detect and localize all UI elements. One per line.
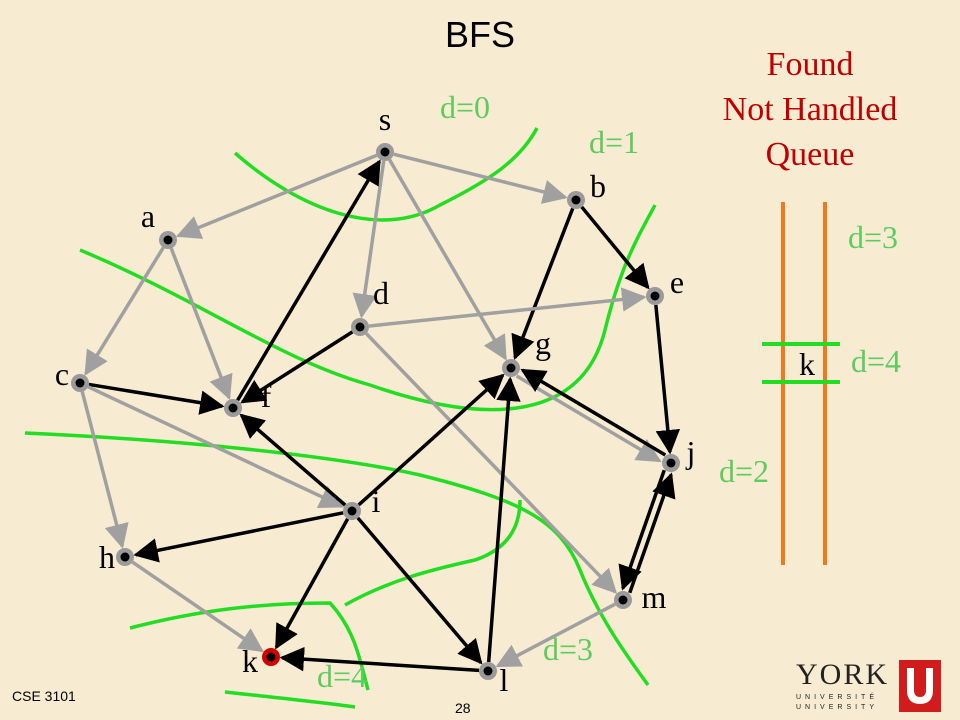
node-label-i: i: [372, 483, 381, 519]
node-b: [567, 191, 585, 209]
edge-j-m: [618, 469, 666, 591]
edge-s-d: [352, 160, 386, 319]
edge-s-a: [175, 153, 378, 239]
edge-m-j: [628, 472, 676, 594]
edge-c-i: [87, 385, 345, 509]
frontier-curve-d1: [79, 204, 657, 412]
legend-found: Found: [766, 46, 854, 83]
node-label-d: d: [373, 275, 389, 311]
edge-m-l: [495, 602, 616, 668]
logo-subtitle-en: UNIVERSITY: [796, 704, 879, 711]
frontier-label-d1: d=1: [589, 124, 639, 160]
frontier-curve-d3: [344, 499, 522, 607]
york-logo: YORK UNIVERSITÉ UNIVERSITY: [796, 660, 946, 716]
edge-l-k: [279, 646, 480, 673]
edge-f-s: [236, 159, 381, 402]
frontier-curve-d4: [129, 601, 370, 691]
logo-subtitle-fr: UNIVERSITÉ: [796, 694, 879, 701]
node-g: [502, 359, 520, 377]
edge-d-e: [368, 287, 647, 328]
edge-a-c: [84, 246, 165, 376]
edge-i-l: [356, 516, 483, 665]
frontier-curve-d4-under: [224, 690, 356, 709]
node-label-c: c: [55, 356, 69, 392]
slide-title: BFS: [444, 14, 515, 55]
node-label-a: a: [141, 198, 155, 234]
frontier-label-d4: d=4: [317, 658, 367, 694]
edge-j-g: [520, 368, 667, 457]
edge-s-g: [388, 158, 507, 361]
node-f: [224, 399, 242, 417]
edge-h-k: [131, 560, 264, 653]
legend: Found Not Handled Queue: [700, 42, 920, 177]
edge-b-g: [511, 207, 575, 361]
edge-i-g: [357, 373, 505, 507]
frontier-label-d3: d=3: [543, 631, 593, 667]
edge-b-e: [580, 205, 650, 290]
node-s: [376, 143, 394, 161]
node-m: [614, 591, 632, 609]
node-label-s: s: [379, 101, 391, 137]
edge-s-b: [393, 152, 568, 204]
node-d: [351, 318, 369, 336]
node-c: [71, 374, 89, 392]
page-number: 28: [455, 700, 471, 716]
queue-item: k: [799, 346, 815, 382]
course-code: CSE 3101: [12, 688, 76, 704]
edge-c-f: [88, 382, 225, 415]
edge-e-j: [654, 304, 681, 455]
frontier-curve-d0: [233, 127, 539, 222]
node-h: [116, 548, 134, 566]
frontier-label-d2: d=2: [719, 453, 769, 489]
edge-i-f: [239, 413, 347, 507]
edge-d-m: [364, 332, 618, 594]
logo-u-mark: [899, 660, 941, 712]
node-label-m: m: [642, 579, 667, 615]
frontier-curve-d2: [24, 431, 650, 687]
edge-d-f: [240, 330, 354, 404]
node-label-b: b: [590, 168, 606, 204]
node-e: [646, 287, 664, 305]
edge-i-h: [133, 511, 344, 563]
node-label-j: j: [686, 434, 696, 470]
edge-g-j: [515, 374, 662, 463]
queue-top-label: d=3: [848, 219, 898, 255]
node-label-h: h: [99, 539, 115, 575]
node-label-k: k: [242, 643, 258, 679]
edge-c-h: [80, 391, 129, 549]
node-label-e: e: [670, 264, 684, 300]
node-l: [479, 662, 497, 680]
node-i: [343, 502, 361, 520]
edge-i-k: [274, 518, 350, 650]
legend-not-handled: Not Handled: [722, 91, 898, 128]
edge-l-g: [486, 376, 521, 663]
node-k: [262, 648, 280, 666]
node-label-f: f: [261, 378, 272, 414]
node-a: [159, 231, 177, 249]
node-label-l: l: [500, 662, 509, 698]
frontier-label-d0: d=0: [440, 89, 490, 125]
logo-wordmark: YORK: [796, 658, 890, 691]
node-j: [662, 454, 680, 472]
queue-slot-label: d=4: [851, 343, 901, 379]
legend-queue: Queue: [765, 136, 855, 173]
node-label-g: g: [535, 325, 551, 361]
edge-a-f: [169, 247, 233, 401]
